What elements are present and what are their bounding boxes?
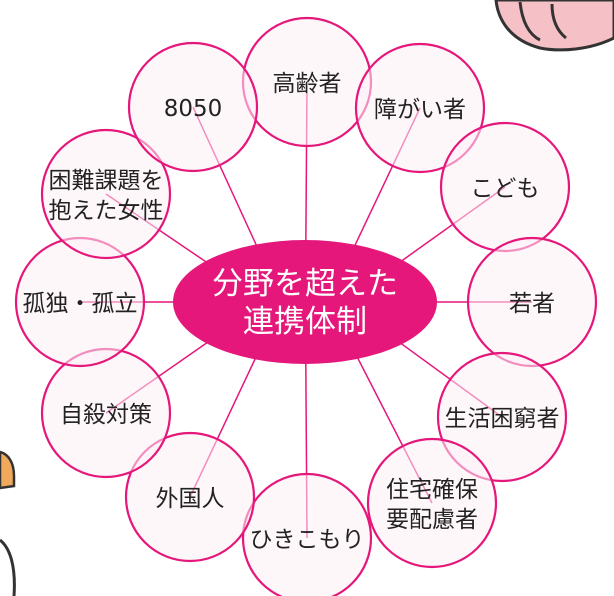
node-label-women: 困難課題を <box>49 168 164 194</box>
node-label-housing: 住宅確保 <box>386 477 478 503</box>
node-label-poverty: 生活困窮者 <box>445 406 560 432</box>
node-label-hikikomori: ひきこもり <box>250 527 365 553</box>
node-circle-hikikomori <box>241 472 373 596</box>
hub-label: 分野を超えた <box>212 266 398 302</box>
node-circle-women <box>40 128 172 260</box>
node-label-children: こども <box>471 176 540 202</box>
hub-label: 連携体制 <box>243 304 367 340</box>
hub-ellipse <box>173 240 437 364</box>
node-label-foreigners: 外国人 <box>156 486 225 512</box>
node-label-youth: 若者 <box>509 291 555 317</box>
node-label-8050: 8050 <box>164 96 223 122</box>
node-label-disabled: 障がい者 <box>374 97 466 123</box>
node-label-elderly: 高齢者 <box>273 71 342 97</box>
node-circle-poverty <box>436 351 568 483</box>
node-circle-8050 <box>127 41 259 173</box>
character-illustration-bottom <box>0 450 16 596</box>
character-illustration-top <box>494 0 614 52</box>
node-circle-foreigners <box>124 431 256 563</box>
node-circle-housing <box>366 437 498 569</box>
node-label-housing: 要配慮者 <box>386 507 478 533</box>
node-circle-disabled <box>354 42 486 174</box>
node-label-women: 抱えた女性 <box>49 198 164 224</box>
node-label-suicide: 自殺対策 <box>60 402 152 428</box>
node-label-isolation: 孤独・孤立 <box>23 291 138 317</box>
